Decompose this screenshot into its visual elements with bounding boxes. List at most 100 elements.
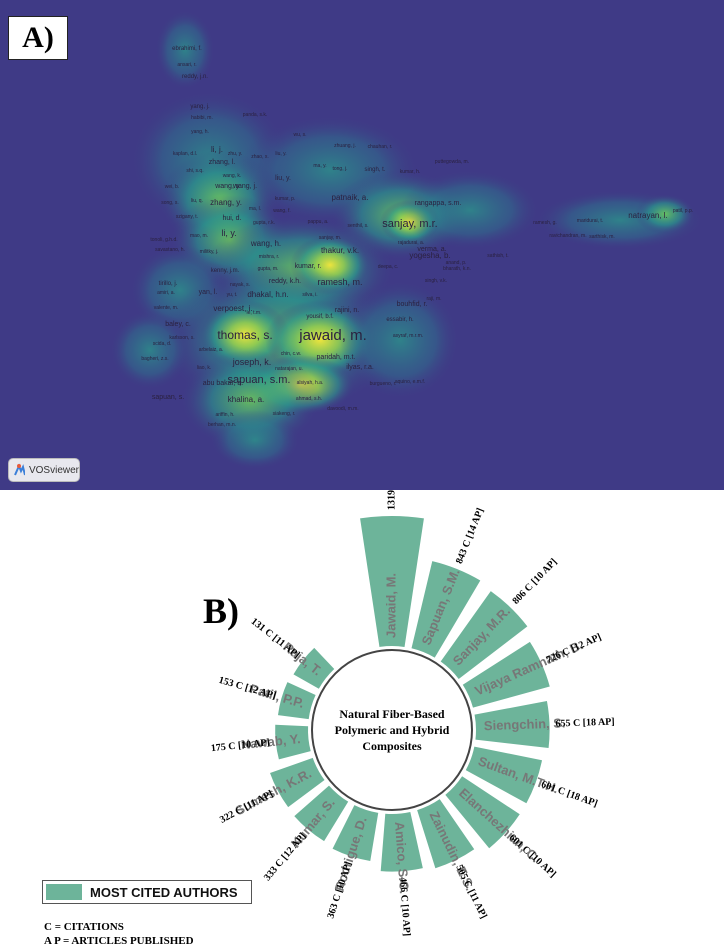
author-name-label: Jawaid, M.: [383, 573, 398, 638]
density-heatmap: ebrahimi, f.ansari, r.reddy, j.n.yang, j…: [110, 10, 705, 470]
author-label: asyraf, m.r.m.: [393, 333, 423, 339]
author-label: dhakal, h.n.: [247, 290, 288, 299]
author-label: valente, m.: [154, 305, 178, 311]
value-label: 153 C [12 AP]: [217, 675, 277, 702]
bar-sapuan-s-m: [411, 561, 481, 658]
author-label: zhuang, j.: [334, 143, 356, 149]
author-label: li, y.: [221, 228, 236, 238]
author-label: kaplan, d.l.: [173, 151, 197, 157]
author-label: yan, l.: [199, 289, 218, 296]
value-label: 843 C [14 AP]: [454, 506, 486, 565]
author-label: ramesh, g.: [533, 220, 557, 226]
author-label: ariffin, h.: [215, 412, 234, 418]
bar-sanjay-m-r: [440, 591, 528, 679]
author-label: ravichandran, m.: [549, 233, 586, 239]
author-label: shi, s.q.: [186, 168, 203, 174]
author-label: zhu, y.: [228, 151, 242, 157]
author-label: yogesha, b.: [409, 251, 450, 260]
author-label: chauhan, r.: [368, 144, 393, 150]
bar-kumar-s: [294, 785, 349, 842]
author-label: karlsson, s.: [169, 335, 194, 341]
value-label: 333 C [12 AP]: [262, 831, 308, 883]
author-label: verma, a.: [417, 246, 446, 253]
author-label: wang, f.: [273, 208, 291, 214]
author-label: sanjay, m.r.: [382, 218, 437, 230]
value-label: 322 C [11 AP]: [218, 789, 275, 826]
bar-jawaid-m: [360, 516, 424, 647]
author-label: gupta, m.: [258, 266, 279, 272]
bar-rodrigue-d: [332, 805, 379, 862]
author-label: le, t.m.: [246, 310, 261, 316]
author-label: reddy, k.h.: [269, 278, 301, 285]
author-label: habibi, m.: [191, 115, 213, 121]
note-articles: A P = ARTICLES PUBLISHED: [44, 935, 194, 947]
bar-elanchezhian-c: [445, 776, 520, 849]
author-label: rajini, n.: [335, 307, 360, 314]
author-label: ansari, r.: [177, 62, 196, 68]
bar-vijaya-ramnath-b: [462, 641, 550, 708]
author-label: amiri, a.: [157, 290, 175, 296]
author-label: wu, s.: [293, 132, 306, 138]
author-label: song, s.: [161, 200, 179, 206]
legend-swatch: [46, 884, 82, 900]
author-label: aquino, e.m.f.: [395, 379, 425, 385]
author-label: thomas, s.: [217, 328, 272, 342]
value-label: 131 C [11 AP]: [249, 616, 302, 661]
author-label: yousif, b.f.: [306, 314, 334, 320]
author-label: bagheri, z.s.: [141, 356, 168, 362]
author-label: ma, y.: [313, 163, 326, 169]
center-title-line: Polymeric and Hybrid: [335, 723, 450, 737]
author-label: natrayan, l.: [628, 211, 668, 220]
author-label: mao, m.: [190, 233, 208, 239]
author-label: abu bakar, a.: [203, 380, 244, 387]
author-label: kumar, r.: [295, 263, 322, 270]
author-label: wei, b.: [165, 184, 179, 190]
author-label: ma, l.: [249, 206, 261, 212]
author-label: kumar, p.: [275, 196, 296, 202]
author-label: sanjay, m.: [319, 235, 341, 241]
author-label: bharath, k.n.: [443, 266, 471, 272]
author-label: zhang, l.: [209, 159, 236, 166]
author-name-label: Nawab, Y.: [240, 731, 301, 752]
author-label: wang, j.: [232, 183, 257, 190]
author-label: yang, h.: [191, 129, 209, 135]
author-name-label: Siengchin, S.: [484, 715, 566, 733]
center-circle: [311, 649, 473, 811]
author-label: singh, v.k.: [425, 278, 447, 284]
author-label: militky, j.: [200, 249, 219, 255]
author-label: zhao, x.: [251, 154, 269, 160]
author-label: yang, j.: [190, 104, 210, 110]
author-label: jawaid, m.: [298, 327, 367, 344]
vosviewer-badge[interactable]: VOSviewer: [8, 458, 80, 482]
author-label: scida, d.: [153, 341, 172, 347]
heat-blobs: [110, 10, 705, 470]
author-label: wang, y.: [214, 183, 241, 190]
author-label: senthil, s.: [347, 223, 368, 229]
author-label: khalina, a.: [228, 395, 264, 404]
author-label: joseph, k.: [232, 357, 272, 367]
author-label: yu, t.: [227, 292, 238, 298]
value-label: 466 C [10 AP]: [397, 877, 412, 937]
author-label: maridurai, t.: [577, 218, 603, 224]
author-label: patnaik, a.: [332, 193, 369, 202]
author-label: szigany, t.: [176, 214, 198, 220]
author-label: burgueno, r.: [370, 381, 397, 387]
value-label: 806 C [10 AP]: [510, 557, 559, 607]
bar-raja-t: [293, 647, 335, 689]
author-label: liu, q.: [191, 198, 203, 204]
author-label: sapuan, s.m.: [228, 374, 291, 386]
value-label: 601 C [10 AP]: [507, 832, 558, 880]
author-label: panda, s.k.: [243, 112, 267, 118]
value-label: 655 C [18 AP]: [555, 717, 615, 730]
author-label: ebrahimi, f.: [172, 46, 202, 52]
author-label: davoodi, m.m.: [327, 406, 358, 412]
vosviewer-label: VOSviewer: [28, 464, 79, 476]
bar-sumesh-k-r: [270, 757, 325, 808]
author-label: nayak, s.: [230, 282, 250, 288]
author-label-group: ebrahimi, f.ansari, r.reddy, j.n.yang, j…: [141, 46, 693, 428]
author-label: sapuan, s.: [152, 394, 184, 401]
author-label: arbelaiz, a.: [199, 347, 223, 353]
legend: MOST CITED AUTHORS: [42, 880, 252, 904]
author-label: hui, d.: [222, 215, 241, 222]
author-label: sathish, t.: [487, 253, 508, 259]
